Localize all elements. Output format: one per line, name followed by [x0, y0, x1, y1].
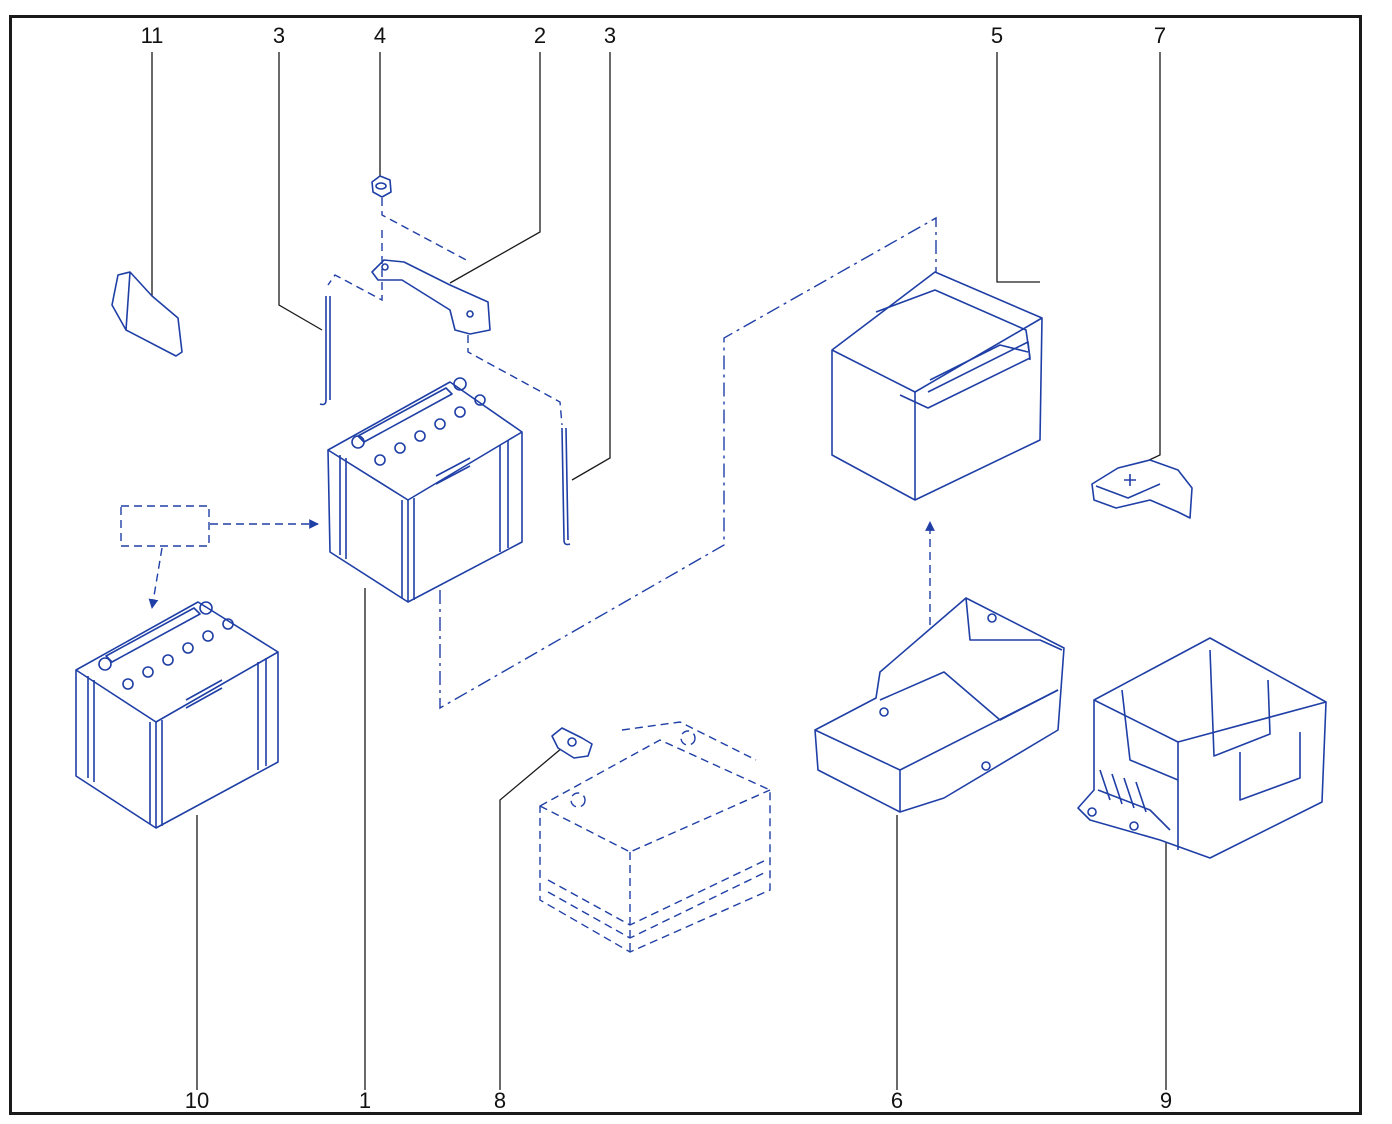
tray-part-6	[814, 597, 1065, 813]
bracket-part-2	[371, 259, 491, 335]
callout-3-left: 3	[272, 23, 286, 48]
callout-9: 9	[1159, 1088, 1173, 1113]
terminal-part-7	[1091, 459, 1193, 519]
callout-3-right: 3	[603, 23, 617, 48]
callout-8: 8	[493, 1088, 507, 1113]
callout-4: 4	[373, 23, 387, 48]
battery-box-part-5	[831, 271, 1043, 501]
rod-part-3-left	[319, 296, 331, 406]
battery-part-10	[75, 601, 279, 829]
cover-part-11	[111, 271, 183, 357]
leader-lines	[151, 52, 1167, 1090]
rod-part-3-right	[561, 427, 571, 546]
nut-part-4	[371, 175, 392, 198]
callout-11: 11	[140, 23, 164, 48]
reference-box	[120, 505, 319, 609]
diagram-frame	[9, 15, 1362, 1115]
callout-2: 2	[533, 23, 547, 48]
carrier-part-9	[1077, 637, 1327, 859]
clamp-part-8	[551, 727, 593, 759]
battery-part-1	[327, 377, 523, 603]
phantom-battery	[539, 721, 771, 953]
callout-5: 5	[990, 23, 1004, 48]
callout-1: 1	[358, 1088, 372, 1113]
callout-10: 10	[184, 1088, 210, 1113]
callout-7: 7	[1153, 23, 1167, 48]
callout-6: 6	[890, 1088, 904, 1113]
